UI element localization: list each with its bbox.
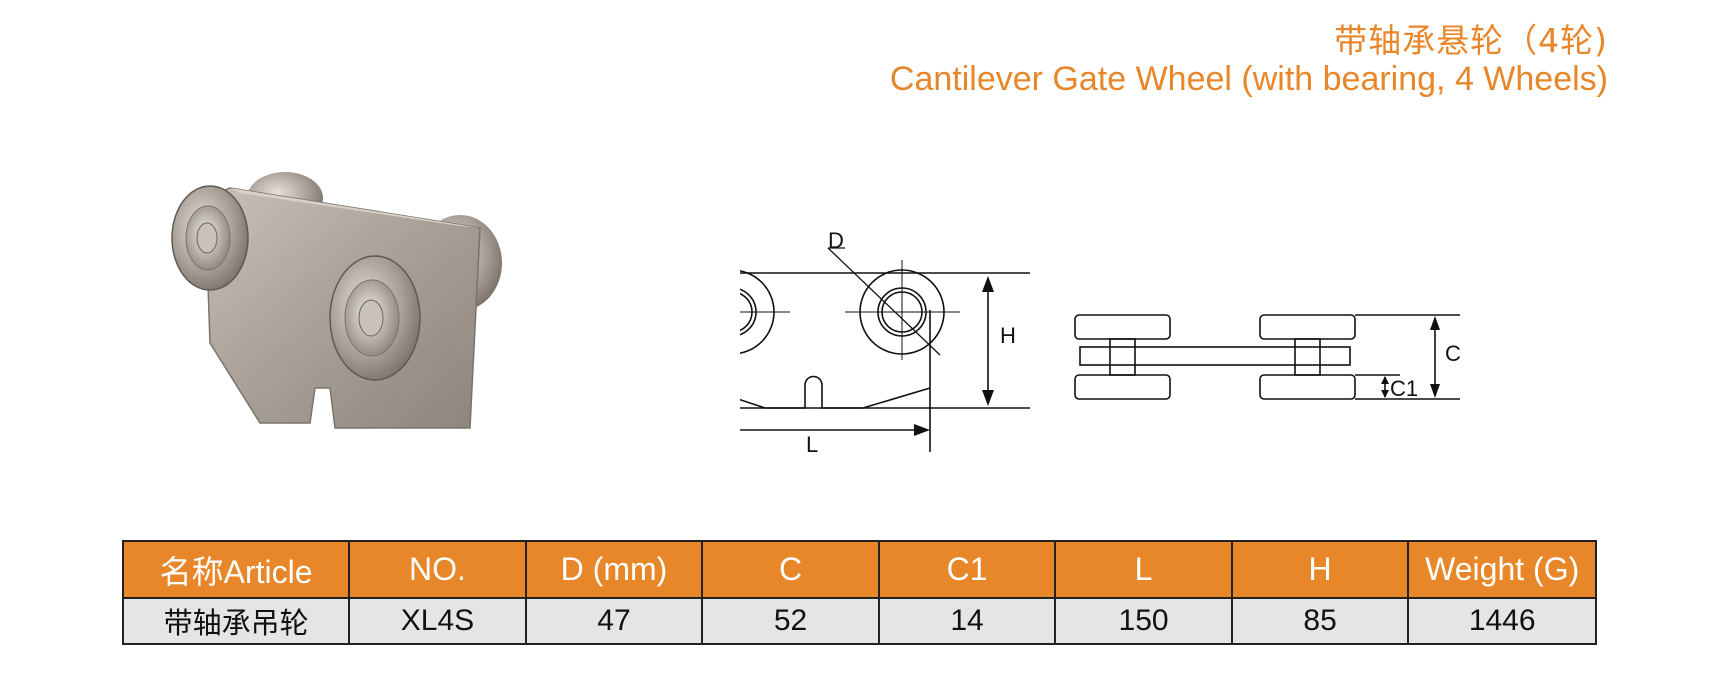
header-weight: Weight (G) <box>1407 540 1597 599</box>
header-h: H <box>1230 540 1410 599</box>
cell-weight: 1446 <box>1407 597 1597 645</box>
title-english: Cantilever Gate Wheel (with bearing, 4 W… <box>889 60 1608 98</box>
table-header-row: 名称Article NO. D (mm) C C1 L H Weight (G) <box>121 540 1597 599</box>
header-c: C <box>701 540 880 599</box>
spec-table: 名称Article NO. D (mm) C C1 L H Weight (G)… <box>121 540 1597 645</box>
label-c1: C1 <box>1390 376 1419 401</box>
header-c1: C1 <box>877 540 1057 599</box>
header-article: 名称Article <box>121 540 351 599</box>
cell-c1: 14 <box>877 597 1057 645</box>
cell-c: 52 <box>701 597 880 645</box>
side-view <box>1074 314 1460 400</box>
label-l: L <box>806 432 819 457</box>
cell-l: 150 <box>1054 597 1233 645</box>
front-view <box>740 247 1030 452</box>
product-photo <box>171 172 502 429</box>
label-d: D <box>828 228 844 253</box>
cell-no: XL4S <box>348 597 527 645</box>
label-c: C <box>1445 341 1461 366</box>
cell-h: 85 <box>1230 597 1410 645</box>
table-row: 带轴承吊轮 XL4S 47 52 14 150 85 1446 <box>121 597 1597 645</box>
label-h: H <box>1000 323 1016 348</box>
technical-drawing <box>740 247 1460 452</box>
header-d: D (mm) <box>524 540 704 599</box>
header-no: NO. <box>348 540 527 599</box>
cell-d: 47 <box>524 597 704 645</box>
title-chinese: 带轴承悬轮（4轮) <box>1334 21 1608 60</box>
cell-article: 带轴承吊轮 <box>121 597 351 645</box>
header-l: L <box>1054 540 1233 599</box>
